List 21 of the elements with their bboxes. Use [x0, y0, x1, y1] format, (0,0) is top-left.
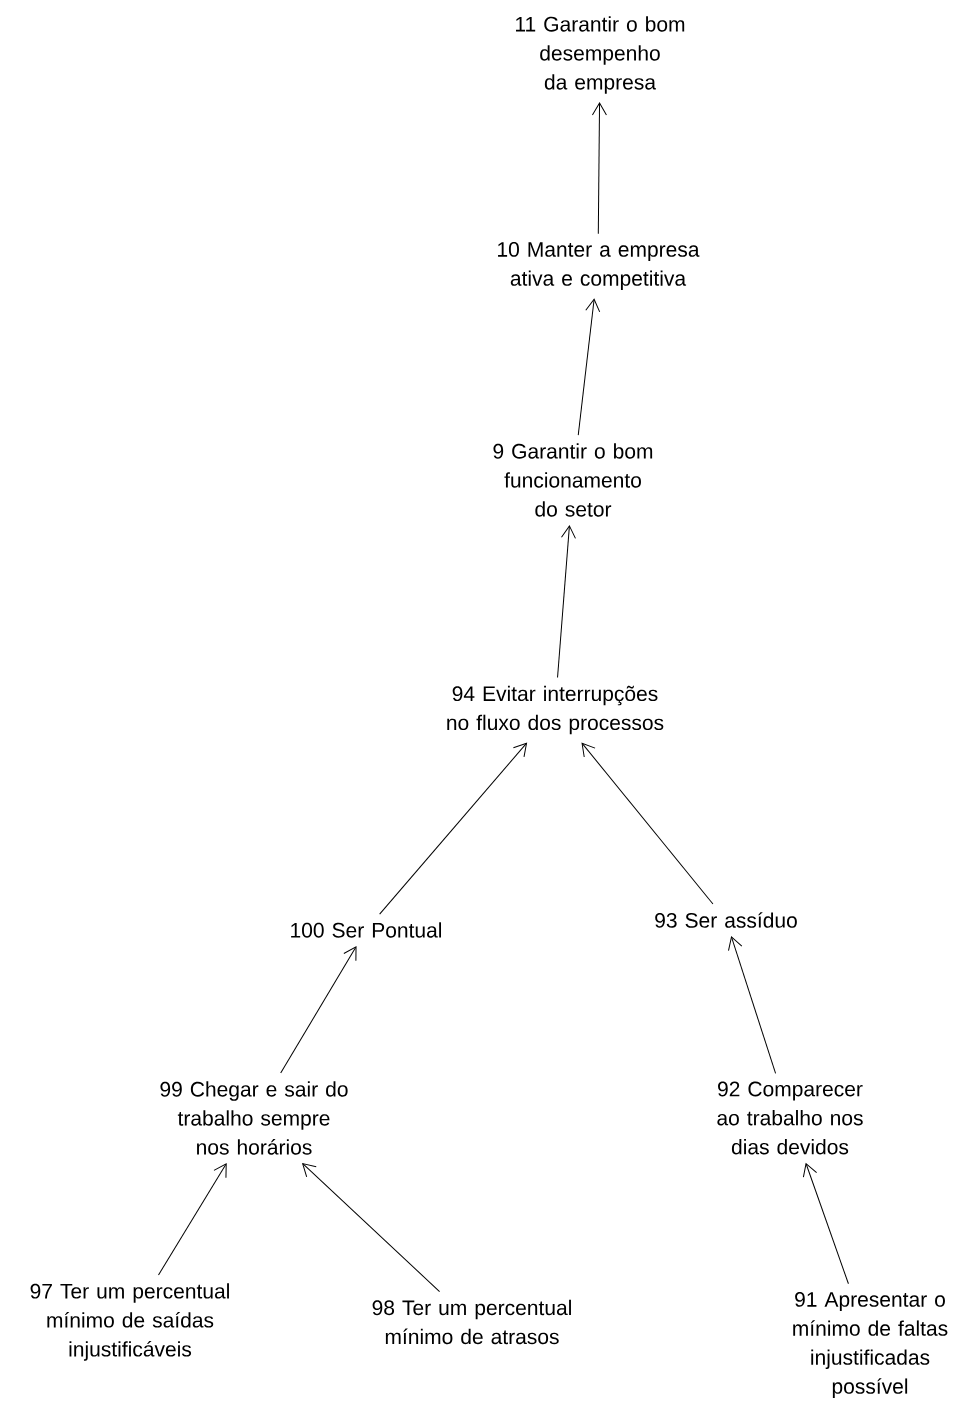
node-text: 93 Ser assíduo	[655, 912, 797, 928]
arrow	[581, 742, 714, 905]
node-text: 100 Ser Pontual	[291, 922, 442, 938]
node-text: 10 Manter a empresa ativa e competitiva	[498, 242, 700, 290]
arrow	[557, 525, 576, 678]
arrow	[728, 936, 777, 1074]
arrow	[158, 1163, 227, 1276]
node-text: 9 Garantir o bom funcionamento do setor	[493, 443, 653, 517]
arrow	[577, 298, 601, 436]
node-text: 98 Ter um percentual mínimo de atrasos	[372, 1299, 571, 1345]
arrow	[379, 742, 528, 915]
node-text: 94 Evitar interrupções no fluxo dos processos	[447, 685, 664, 735]
node-text: 11 Garantir o bom desempenho da empresa	[516, 16, 685, 94]
arrow	[302, 1163, 441, 1293]
arrow	[802, 1163, 849, 1285]
node-text: 92 Comparecer ao trabalho nos dias devidos	[717, 1081, 863, 1155]
node-text: 97 Ter um percentual mínimo de saídas injustificáveis	[30, 1283, 229, 1361]
arrow	[591, 102, 607, 235]
node-text: 99 Chegar e sair do trabalho sempre nos horários	[160, 1081, 348, 1155]
arrow	[280, 946, 357, 1074]
node-text: 91 Apresentar o mínimo de faltas injustificadas possível	[793, 1292, 948, 1398]
